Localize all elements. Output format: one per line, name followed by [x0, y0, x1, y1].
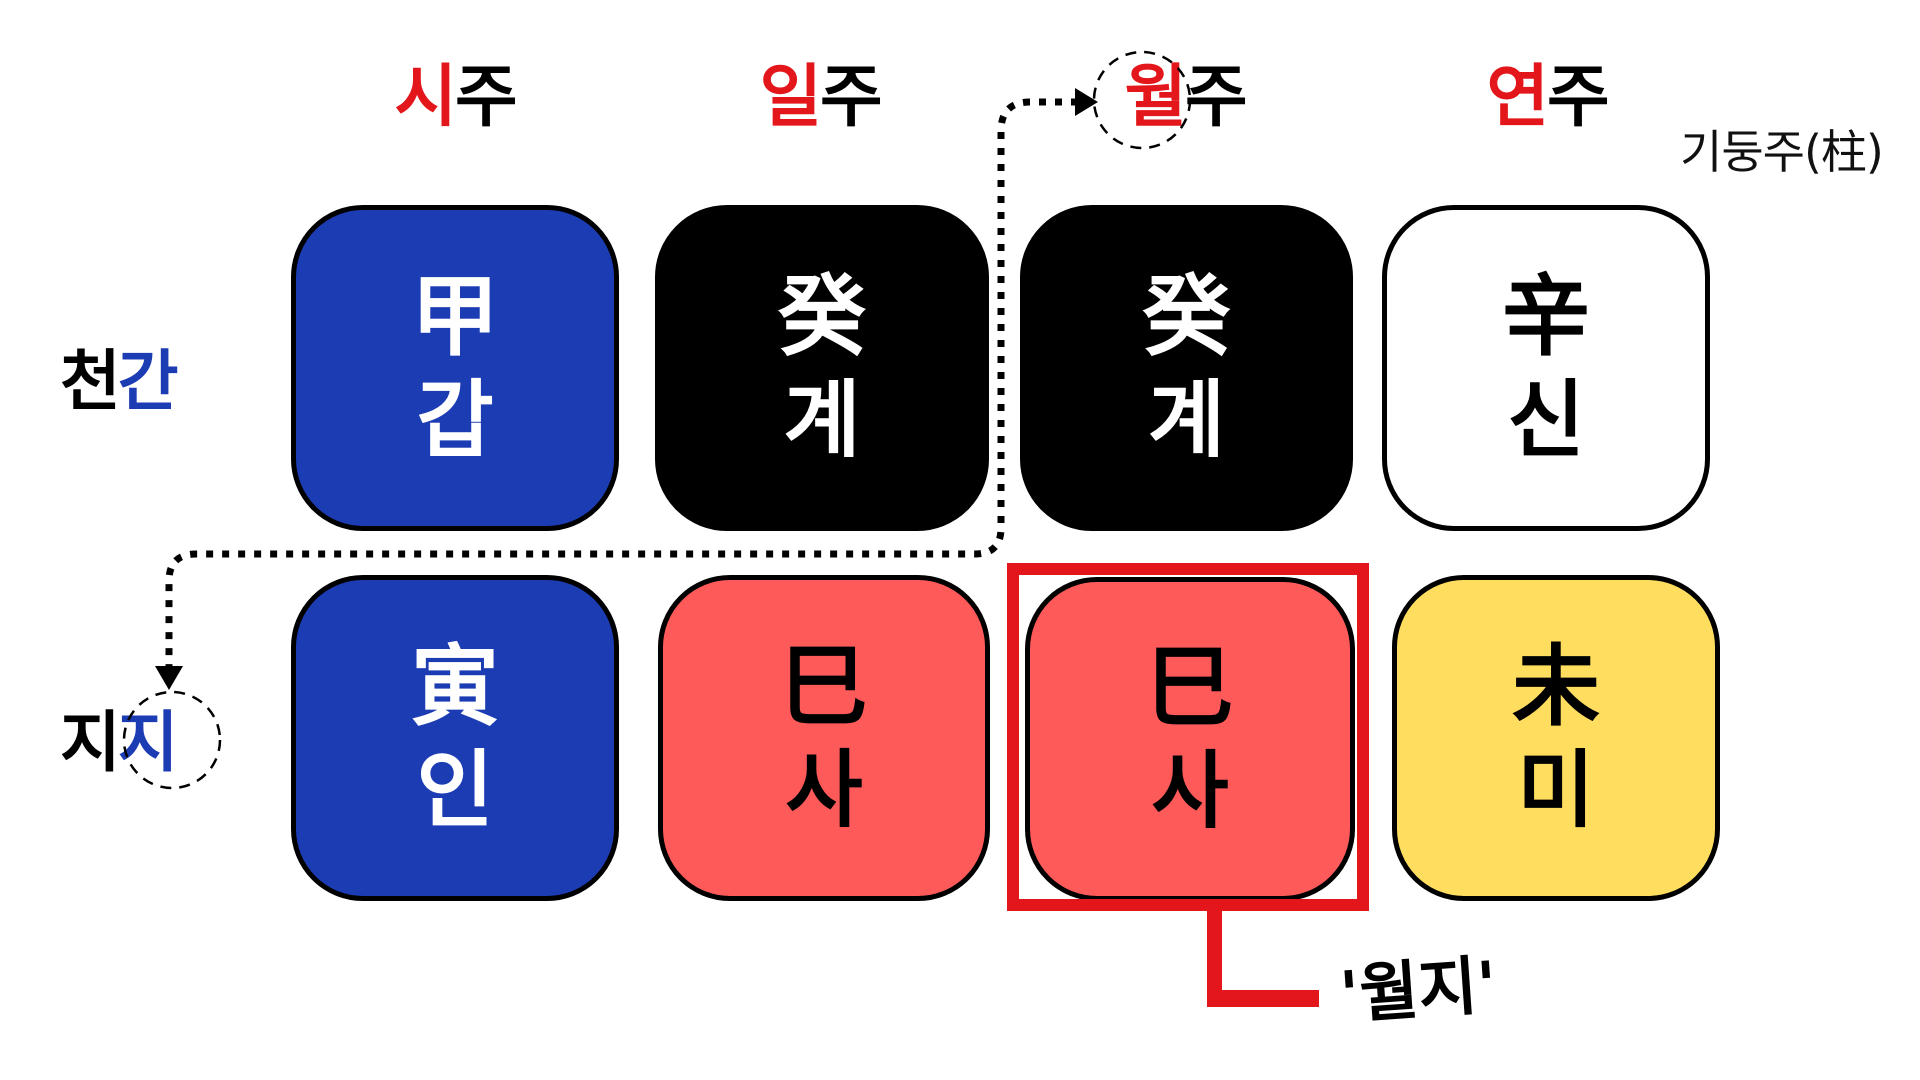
dotted-flow-path: [165, 98, 1078, 668]
stem-hanja: 甲: [410, 264, 499, 368]
column-header-day-pillar: 일주: [759, 58, 882, 137]
stem-card-hour: 甲 갑: [291, 205, 619, 531]
month-branch-highlight-box: [1007, 563, 1369, 911]
callout-connector-horizontal: [1207, 990, 1319, 1007]
branch-hanja: 巳: [1145, 635, 1234, 739]
column-header-highlight: 월: [1124, 58, 1187, 137]
stem-hanja: 辛: [1501, 264, 1590, 368]
branch-card-day: 巳 사: [658, 575, 990, 901]
branch-hanja: 未: [1511, 634, 1600, 738]
column-header-highlight: 연: [1486, 58, 1549, 137]
branch-hangul: 사: [1151, 742, 1229, 840]
branch-card-year: 未 미: [1392, 575, 1720, 901]
column-header-hour-pillar: 시주: [394, 58, 517, 137]
stem-hangul: 갑: [416, 371, 494, 469]
row-label-heavenly-stems: 천간: [60, 343, 178, 420]
stem-hangul: 계: [783, 371, 861, 469]
column-header-highlight: 일: [759, 58, 822, 137]
branch-card-hour: 寅 인: [291, 575, 619, 901]
row-label-earthly-branches: 지지: [60, 704, 178, 781]
stem-card-year: 辛 신: [1382, 205, 1710, 531]
pillar-note: 기둥주(柱): [1680, 125, 1884, 179]
branch-card-month: 巳 사: [1025, 577, 1355, 901]
callout-connector-vertical: [1207, 905, 1222, 1007]
branch-hangul: 인: [416, 741, 494, 839]
column-header-month-pillar: 월주: [1124, 58, 1247, 137]
dashed-circle-month: [1092, 50, 1192, 150]
stem-hangul: 신: [1507, 371, 1585, 469]
branch-hanja: 寅: [410, 634, 499, 738]
branch-hangul: 미: [1517, 741, 1595, 839]
stem-card-month: 癸 계: [1020, 205, 1353, 531]
dashed-circle-branch: [122, 690, 222, 790]
stem-card-day: 癸 계: [655, 205, 989, 531]
column-header-year-pillar: 연주: [1486, 58, 1609, 137]
arrow-head-down-icon: [155, 666, 183, 690]
branch-hangul: 사: [785, 741, 863, 839]
arrow-head-right-icon: [1075, 88, 1098, 116]
stem-hanja: 癸: [777, 264, 866, 368]
column-header-highlight: 시: [394, 58, 457, 137]
stem-hanja: 癸: [1142, 264, 1231, 368]
branch-hanja: 巳: [779, 634, 868, 738]
stem-hangul: 계: [1147, 371, 1226, 469]
